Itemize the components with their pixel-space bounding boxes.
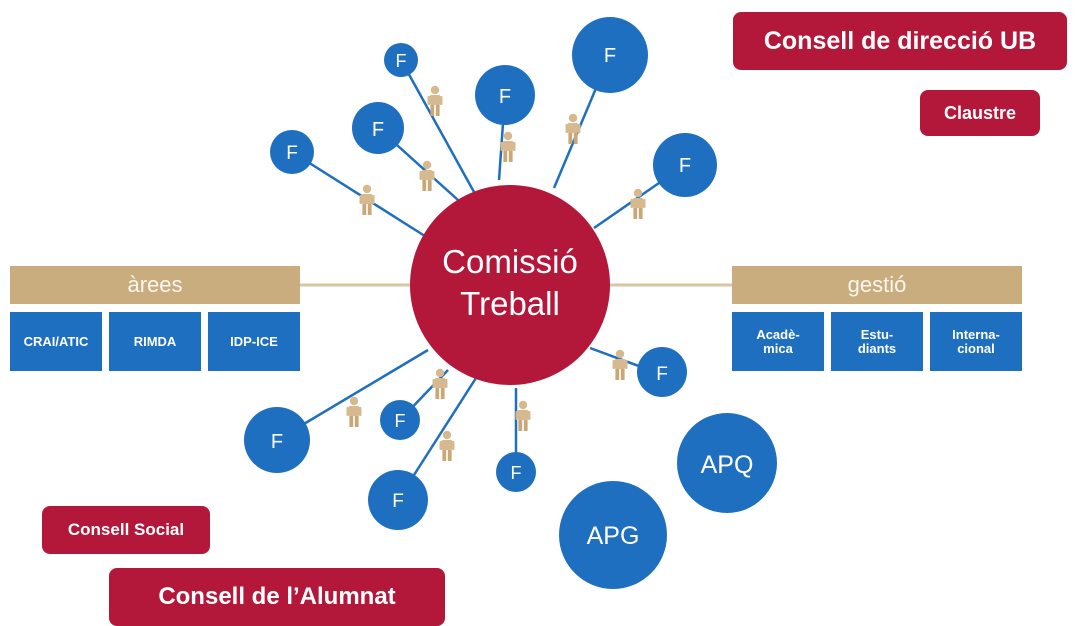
consell-social-box: Consell Social (42, 506, 210, 554)
gestio-item-line2: cional (957, 340, 995, 356)
gestio-title: gestió (847, 272, 907, 297)
gestio-item-line1: Interna- (952, 326, 1000, 342)
arees-title: àrees (127, 272, 183, 297)
faculty-circle: F (572, 17, 648, 93)
svg-text:F: F (286, 143, 298, 164)
area-item-crai-atic: CRAI/ATIC (10, 312, 102, 371)
apq-circle: APQ (677, 413, 777, 513)
gestio-item-line1: Estu- (860, 326, 894, 342)
faculty-circle: F (384, 43, 418, 77)
gestio-item-estudiants: Estu- diants (831, 312, 923, 371)
faculty-circle: F (496, 452, 536, 492)
spoke (399, 59, 476, 193)
gestio-item-line2: mica (763, 340, 793, 356)
person-icon (359, 184, 375, 215)
svg-text:F: F (271, 431, 283, 453)
consell-direccio-label: Consell de direcció UB (763, 26, 1037, 55)
claustre-box: Claustre (920, 90, 1040, 136)
svg-text:F: F (656, 364, 668, 385)
faculty-circle: F (653, 133, 717, 197)
faculty-circle: F (637, 347, 687, 397)
consell-social-label: Consell Social (67, 520, 185, 539)
central-commission-circle: Comissió Treball (410, 185, 610, 385)
area-item-label: IDP-ICE (230, 333, 278, 349)
faculty-circle: F (270, 130, 314, 174)
claustre-label: Claustre (943, 102, 1017, 123)
consell-direccio-box: Consell de direcció UB (733, 12, 1067, 70)
svg-text:APG: APG (587, 522, 640, 550)
person-icon (515, 400, 531, 431)
faculty-circle: F (475, 65, 535, 125)
svg-text:F: F (372, 119, 384, 141)
area-item-label: CRAI/ATIC (23, 333, 89, 349)
svg-text:F: F (395, 411, 406, 431)
svg-text:F: F (499, 86, 511, 108)
svg-text:Comissió: Comissió (442, 243, 578, 280)
gestio-item-line1: Acadè- (756, 326, 800, 342)
person-icon (419, 160, 435, 191)
arees-header: àrees (10, 266, 300, 304)
faculty-circle: F (380, 400, 420, 440)
gestio-item-line2: diants (857, 340, 897, 356)
area-item-rimda: RIMDA (109, 312, 201, 371)
svg-text:F: F (679, 155, 691, 177)
svg-text:F: F (511, 463, 522, 483)
svg-text:Treball: Treball (460, 285, 560, 322)
person-icon (612, 349, 628, 380)
faculty-circle: F (368, 470, 428, 530)
svg-text:F: F (392, 491, 404, 512)
spoke (291, 150, 429, 240)
area-item-idp-ice: IDP-ICE (208, 312, 300, 371)
svg-text:APQ: APQ (701, 451, 754, 479)
gestio-item-internacional: Interna- cional (930, 312, 1022, 371)
svg-text:F: F (396, 51, 407, 71)
apg-circle: APG (559, 481, 667, 589)
faculty-circle: F (244, 407, 310, 473)
faculty-circle: F (352, 102, 404, 154)
consell-alumnat-label: Consell de l’Alumnat (158, 583, 396, 610)
person-icon (439, 430, 455, 461)
person-icon (346, 396, 362, 427)
consell-alumnat-box: Consell de l’Alumnat (109, 568, 445, 626)
area-item-label: RIMDA (133, 333, 177, 349)
person-icon (565, 113, 581, 144)
gestio-header: gestió (732, 266, 1022, 304)
gestio-item-academica: Acadè- mica (732, 312, 824, 371)
svg-text:F: F (604, 45, 616, 67)
